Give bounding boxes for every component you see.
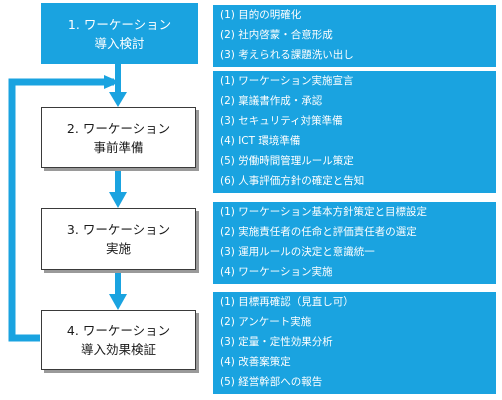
task-group-4: (1) 目標再確認（見直し可） (2) アンケート実施 (3) 定量・定性効果分… xyxy=(213,292,496,394)
task-item: (1) 目的の明確化 xyxy=(214,6,495,26)
task-item: (2) 実施責任者の任命と評価責任者の選定 xyxy=(214,223,495,243)
feedback-loop-arrowhead xyxy=(104,75,120,89)
task-item: (1) 目標再確認（見直し可） xyxy=(214,293,495,313)
task-group-1: (1) 目的の明確化 (2) 社内啓蒙・合意形成 (3) 考えられる課題洗い出し xyxy=(213,5,496,67)
step-4-box: 4. ワーケーション 導入効果検証 xyxy=(41,310,196,370)
task-group-3: (1) ワーケーション基本方針策定と目標設定 (2) 実施責任者の任命と評価責任… xyxy=(213,202,496,284)
task-item: (4) 改善案策定 xyxy=(214,353,495,373)
step-2-subtitle: 事前準備 xyxy=(93,139,144,155)
task-item: (4) ICT 環境準備 xyxy=(214,132,495,152)
task-item: (1) ワーケーション実施宣言 xyxy=(214,72,495,92)
task-item: (5) 労働時間管理ルール策定 xyxy=(214,152,495,172)
task-item: (6) 人事評価方針の確定と告知 xyxy=(214,172,495,192)
step-1-title: 1. ワーケーション xyxy=(67,16,172,32)
feedback-loop-arrow xyxy=(8,78,114,342)
task-item: (2) 稟議書作成・承認 xyxy=(214,92,495,112)
down-arrow-2-3 xyxy=(109,168,127,208)
task-item: (3) 考えられる課題洗い出し xyxy=(214,46,495,66)
step-3-box: 3. ワーケーション 実施 xyxy=(41,208,196,270)
task-item: (5) 経営幹部への報告 xyxy=(214,373,495,393)
step-3-title: 3. ワーケーション xyxy=(66,222,171,237)
step-3-subtitle: 実施 xyxy=(105,241,131,256)
task-item: (3) セキュリティ対策準備 xyxy=(214,112,495,132)
down-arrow-1-2 xyxy=(109,64,127,107)
step-4-subtitle: 導入効果検証 xyxy=(80,342,156,357)
step-4-title: 4. ワーケーション xyxy=(66,323,171,338)
task-item: (3) 定量・定性効果分析 xyxy=(214,333,495,353)
step-1-box: 1. ワーケーション 導入検討 xyxy=(41,3,198,64)
down-arrow-3-4 xyxy=(109,270,127,310)
task-item: (3) 運用ルールの決定と意識統一 xyxy=(214,243,495,263)
step-2-title: 2. ワーケーション xyxy=(66,120,171,136)
task-item: (2) アンケート実施 xyxy=(214,313,495,333)
step-2-box: 2. ワーケーション 事前準備 xyxy=(41,107,196,168)
task-item: (1) ワーケーション基本方針策定と目標設定 xyxy=(214,203,495,223)
task-item: (2) 社内啓蒙・合意形成 xyxy=(214,26,495,46)
task-group-2: (1) ワーケーション実施宣言 (2) 稟議書作成・承認 (3) セキュリティ対… xyxy=(213,71,496,193)
step-1-subtitle: 導入検討 xyxy=(94,35,145,51)
task-item: (4) ワーケーション実施 xyxy=(214,263,495,283)
